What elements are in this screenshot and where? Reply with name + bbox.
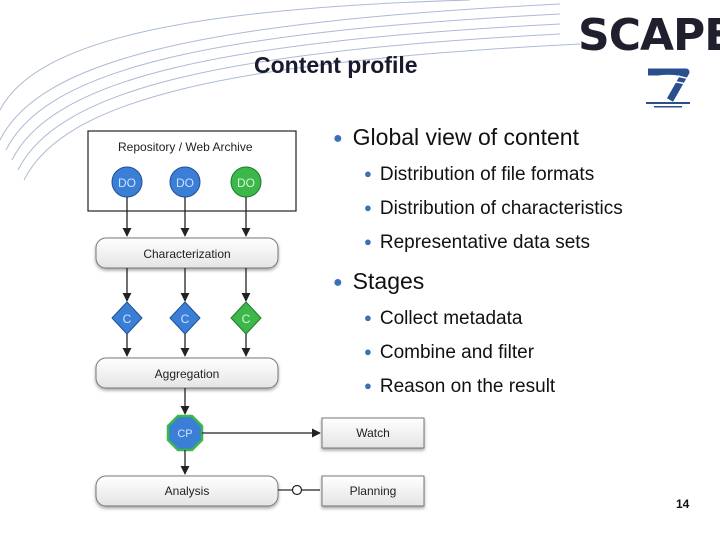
digital-object-node: DO [111, 166, 143, 198]
characteristics-node: C [111, 301, 143, 335]
brand-logo: SCAPE [578, 10, 720, 61]
bullet-1-3: ●Representative data sets [364, 232, 591, 253]
aggregation-label: Aggregation [155, 367, 220, 381]
svg-text:CP: CP [177, 428, 192, 440]
bullet-dot: ● [364, 200, 372, 215]
page-number: 14 [676, 497, 690, 511]
bullet-1-1: ●Distribution of file formats [364, 164, 595, 185]
svg-text:DO: DO [118, 176, 136, 190]
repository-label: Repository / Web Archive [118, 140, 253, 154]
svg-text:C: C [123, 312, 132, 326]
bullet-dot: ● [364, 166, 372, 181]
bullet-2-1: ●Collect metadata [364, 308, 523, 329]
content-profile-node: CP [166, 414, 204, 452]
analysis-box [95, 475, 279, 507]
eu-fp7-logo-icon [643, 68, 693, 108]
characteristics-node: C [169, 301, 201, 335]
watch-label: Watch [356, 426, 390, 440]
digital-object-node: DO [169, 166, 201, 198]
analysis-label: Analysis [165, 484, 210, 498]
bullet-2-3: ●Reason on the result [364, 376, 556, 397]
aggregation-box [95, 357, 279, 389]
characterization-box [95, 237, 279, 269]
bullet-dot: ● [364, 378, 372, 393]
bullet-dot: ● [333, 274, 343, 291]
bullet-dot: ● [364, 344, 372, 359]
slide-title: Content profile [254, 52, 418, 78]
svg-text:C: C [181, 312, 190, 326]
svg-text:DO: DO [237, 176, 255, 190]
digital-object-node: DO [230, 166, 262, 198]
bullet-dot: ● [333, 130, 343, 147]
watch-box [321, 417, 425, 449]
bullet-2-2: ●Combine and filter [364, 342, 535, 363]
bullet-dot: ● [364, 310, 372, 325]
characteristics-node: C [230, 301, 262, 335]
connector-port [291, 484, 303, 496]
svg-text:DO: DO [176, 176, 194, 190]
bullet-dot: ● [364, 234, 372, 249]
svg-text:C: C [242, 312, 251, 326]
bullet-2: ●Stages [333, 268, 425, 294]
characterization-label: Characterization [143, 247, 230, 261]
planning-box [321, 475, 425, 507]
bullet-1: ●Global view of content [333, 124, 579, 150]
planning-label: Planning [350, 484, 397, 498]
bullet-1-2: ●Distribution of characteristics [364, 198, 623, 219]
